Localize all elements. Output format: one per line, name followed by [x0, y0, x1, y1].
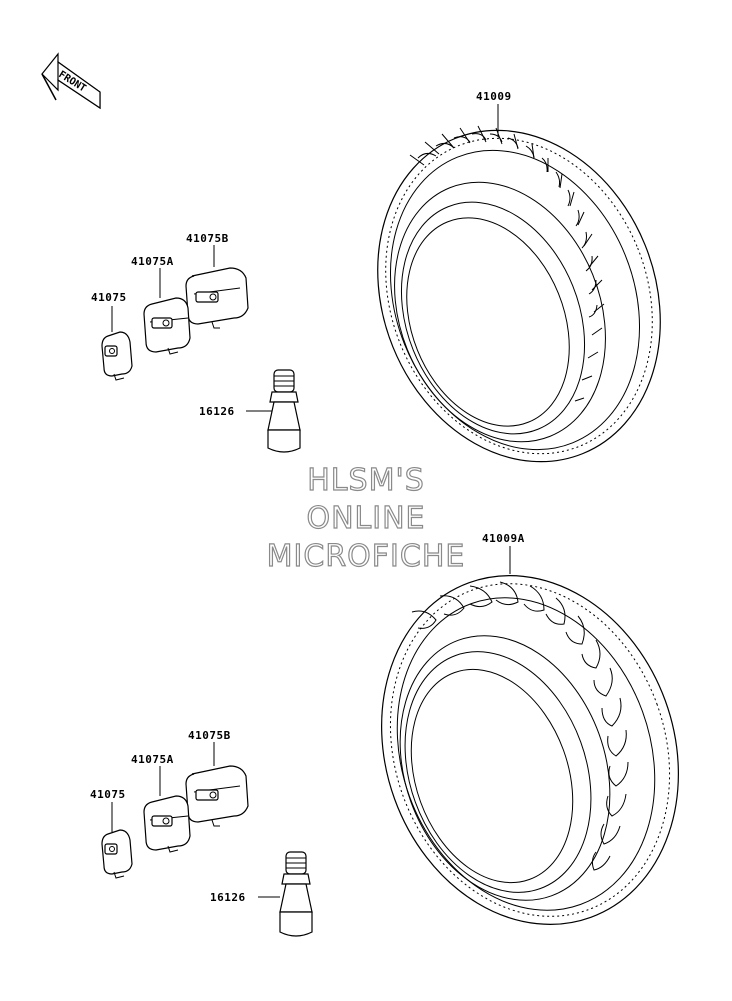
label-weight-top-b: 41075B — [186, 232, 229, 245]
watermark: HLSM'S ONLINE MICROFICHE — [266, 462, 466, 574]
leader-lines — [111, 104, 511, 898]
weight-bottom-b — [185, 765, 249, 827]
label-tire-front: 41009 — [476, 90, 512, 103]
front-tire — [377, 125, 661, 463]
label-weight-top-a: 41075A — [131, 255, 174, 268]
rear-tire — [381, 575, 679, 925]
weight-top-b — [185, 267, 249, 329]
label-weight-bottom-a: 41075A — [131, 753, 174, 766]
label-weight-bottom: 41075 — [90, 788, 126, 801]
watermark-line-1: HLSM'S — [307, 463, 425, 498]
valve-top — [267, 369, 301, 453]
label-valve-bottom: 16126 — [210, 891, 246, 904]
watermark-line-2: ONLINE — [306, 501, 425, 536]
weight-bottom-a — [143, 795, 191, 853]
valve-bottom — [279, 851, 313, 937]
watermark-line-3: MICROFICHE — [267, 539, 466, 574]
weight-top-a — [143, 297, 191, 355]
weight-top — [101, 331, 133, 381]
label-weight-bottom-b: 41075B — [188, 729, 231, 742]
weight-bottom — [101, 829, 133, 879]
label-weight-top: 41075 — [91, 291, 127, 304]
label-tire-rear: 41009A — [482, 532, 525, 545]
label-valve-top: 16126 — [199, 405, 235, 418]
front-arrow-icon: FRONT — [41, 52, 101, 110]
